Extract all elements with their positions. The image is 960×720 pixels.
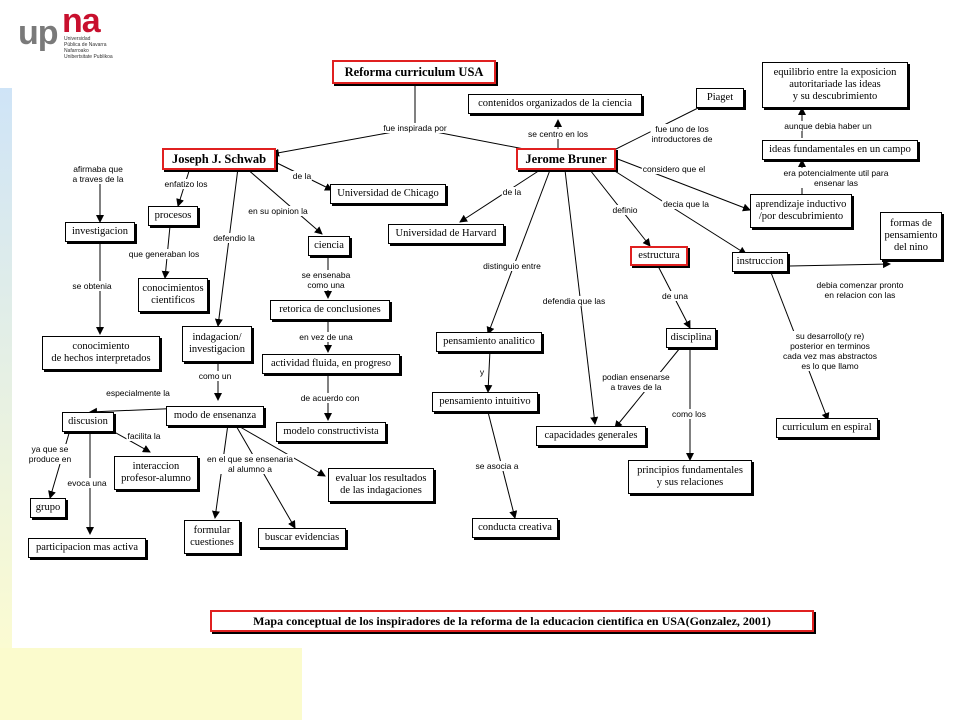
node-schwab: Joseph J. Schwab bbox=[162, 148, 276, 170]
edge-discusion-grupo bbox=[48, 429, 71, 499]
logo-up: up bbox=[18, 14, 59, 52]
node-chicago: Universidad de Chicago bbox=[330, 184, 446, 204]
caption: Mapa conceptual de los inspiradores de l… bbox=[210, 610, 814, 632]
label-que-generaban: que generaban los bbox=[127, 249, 201, 259]
label-evoca: evoca una bbox=[66, 478, 108, 488]
node-participacion: participacion mas activa bbox=[28, 538, 146, 558]
node-contenidos: contenidos organizados de la ciencia bbox=[468, 94, 642, 114]
edge-schwab-ciencia bbox=[245, 167, 323, 235]
label-defendia-que: defendia que las bbox=[541, 296, 607, 306]
node-procesos: procesos bbox=[148, 206, 198, 226]
label-aunque: aunque debia haber un bbox=[783, 121, 873, 131]
edge-bruner-aprendizaje bbox=[614, 157, 751, 212]
node-disciplina: disciplina bbox=[666, 328, 716, 348]
node-espiral: curriculum en espiral bbox=[776, 418, 878, 438]
label-fue-uno: fue uno de los introductores de bbox=[650, 124, 714, 144]
upna-logo: up na Universidad Pública de Navarra Naf… bbox=[18, 2, 128, 60]
node-reforma: Reforma curriculum USA bbox=[332, 60, 496, 84]
node-analitico: pensamiento analitico bbox=[436, 332, 542, 352]
node-formular: formular cuestiones bbox=[184, 520, 240, 554]
edge-bruner-analitico bbox=[486, 169, 551, 335]
label-en-su-opinion: en su opinion la bbox=[247, 206, 309, 216]
node-conocimientos: conocimientos cientificos bbox=[138, 278, 208, 312]
bottom-yellow-panel bbox=[0, 648, 302, 720]
label-de-una: de una bbox=[661, 291, 689, 301]
label-su-desarrollo: su desarrollo(y re) posterior en termino… bbox=[781, 331, 879, 371]
node-equilibrio: equilibrio entre la exposicion autoritar… bbox=[762, 62, 908, 108]
label-y: y bbox=[478, 367, 486, 377]
label-de-la-harvard: de la bbox=[501, 187, 523, 197]
label-decia-que: decia que la bbox=[662, 199, 710, 209]
node-ciencia: ciencia bbox=[308, 236, 350, 256]
node-capacidades: capacidades generales bbox=[536, 426, 646, 446]
node-bruner: Jerome Bruner bbox=[516, 148, 616, 170]
label-como-un: como un bbox=[197, 371, 233, 381]
node-indagacion: indagacion/ investigacion bbox=[182, 326, 252, 362]
node-investigacion: investigacion bbox=[65, 222, 135, 242]
label-se-asocia: se asocia a bbox=[474, 461, 520, 471]
node-retorica: retorica de conclusiones bbox=[270, 300, 390, 320]
node-estructura: estructura bbox=[630, 246, 688, 266]
logo-subtitle: Universidad Pública de Navarra Nafarroak… bbox=[64, 36, 113, 60]
label-debia-comenzar: debia comenzar pronto en relacion con la… bbox=[815, 280, 905, 300]
label-facilita: facilita la bbox=[126, 431, 162, 441]
edge-bruner-instruccion bbox=[609, 167, 747, 255]
label-enfatizo: enfatizo los bbox=[163, 179, 209, 189]
label-de-la-chicago: de la bbox=[291, 171, 313, 181]
label-en-vez: en vez de una bbox=[298, 332, 354, 342]
logo-na: na bbox=[62, 2, 101, 40]
node-evaluar: evaluar los resultados de las indagacion… bbox=[328, 468, 434, 502]
node-instruccion: instruccion bbox=[732, 252, 788, 272]
label-afirmaba: afirmaba que a traves de la bbox=[71, 164, 125, 184]
node-actividad: actividad fluida, en progreso bbox=[262, 354, 400, 374]
label-como-los: como los bbox=[670, 409, 708, 419]
edge-reforma-schwab bbox=[271, 84, 416, 157]
edge-modo-evidencias bbox=[234, 423, 296, 529]
node-harvard: Universidad de Harvard bbox=[388, 224, 504, 244]
node-formas: formas de pensamiento del nino bbox=[880, 212, 942, 260]
label-ya-que: ya que se produce en bbox=[27, 444, 73, 464]
node-intuitivo: pensamiento intuitivo bbox=[432, 392, 538, 412]
node-interaccion: interaccion profesor-alumno bbox=[114, 456, 198, 490]
label-se-ensenaba: se ensenaba como una bbox=[300, 270, 352, 290]
node-conocimiento: conocimiento de hechos interpretados bbox=[42, 336, 160, 370]
node-creativa: conducta creativa bbox=[472, 518, 558, 538]
label-defendio: defendio la bbox=[212, 233, 256, 243]
node-grupo: grupo bbox=[30, 498, 66, 518]
label-fue-inspirada: fue inspirada por bbox=[382, 123, 448, 133]
node-piaget: Piaget bbox=[696, 88, 744, 108]
edge-schwab-indagacion bbox=[214, 167, 239, 327]
node-modo: modo de ensenanza bbox=[166, 406, 264, 426]
label-se-obtenia: se obtenia bbox=[71, 281, 113, 291]
edge-modo-evaluar bbox=[234, 423, 326, 477]
label-definio: definio bbox=[611, 205, 639, 215]
edge-instruccion-formas bbox=[789, 260, 891, 269]
node-ideas: ideas fundamentales en un campo bbox=[762, 140, 918, 160]
edge-bruner-harvard bbox=[459, 169, 541, 223]
label-considero: considero que el bbox=[641, 164, 707, 174]
concept-map: fue inspirada por se centro en los fue u… bbox=[10, 44, 950, 644]
label-de-acuerdo: de acuerdo con bbox=[299, 393, 361, 403]
node-principios: principios fundamentales y sus relacione… bbox=[628, 460, 752, 494]
label-especialmente: especialmente la bbox=[105, 388, 171, 398]
label-era-pot: era potencialmente util para ensenar las bbox=[779, 168, 893, 188]
node-constructivista: modelo constructivista bbox=[276, 422, 386, 442]
label-se-centro: se centro en los bbox=[526, 129, 590, 139]
node-aprendizaje: aprendizaje inductivo /por descubrimient… bbox=[750, 194, 852, 228]
left-gradient-strip bbox=[0, 88, 12, 648]
label-podian: podian ensenarse a traves de la bbox=[601, 372, 671, 392]
label-en-el-que: en el que se ensenaria al alumno a bbox=[205, 454, 295, 474]
node-discusion: discusion bbox=[62, 412, 114, 432]
label-distinguio: distinguio entre bbox=[482, 261, 542, 271]
edge-analitico-intuitivo bbox=[484, 349, 493, 393]
node-evidencias: buscar evidencias bbox=[258, 528, 346, 548]
